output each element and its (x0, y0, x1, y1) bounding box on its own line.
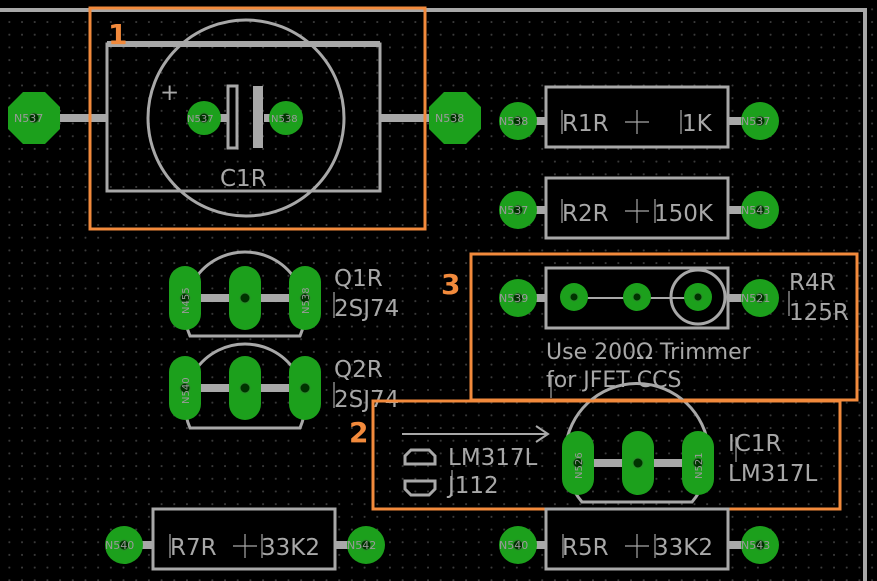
pad-r5-left[interactable]: N540 (499, 526, 537, 564)
pad-n538-right[interactable]: N538 (429, 92, 481, 144)
svg-text:N540: N540 (105, 539, 134, 552)
component-c1r[interactable]: + C1R (34, 18, 455, 218)
pad-r1-left[interactable]: N538 (499, 102, 537, 140)
component-r1r[interactable]: R1R 1K (518, 85, 760, 149)
pad-r1-right[interactable]: N537 (741, 102, 779, 140)
board-outline (0, 8, 867, 581)
r4r-name-label: R4R (789, 270, 836, 296)
trimmer-note-line-2: for JFET CCS (546, 368, 681, 393)
r7r-name-label: R7R (170, 535, 217, 561)
r1r-value-label: 1K (682, 111, 713, 137)
svg-text:N538: N538 (301, 287, 312, 314)
pad-c1r-n537[interactable]: N537 (187, 101, 221, 135)
svg-text:N540: N540 (499, 539, 528, 552)
c1r-polarity-mark: + (160, 80, 179, 106)
svg-text:N455: N455 (181, 287, 192, 314)
r1r-name-label: R1R (562, 111, 609, 137)
component-q2r[interactable]: N540 Q2R 2SJ74 (169, 342, 399, 430)
svg-text:N537: N537 (187, 114, 214, 125)
svg-text:N537: N537 (741, 115, 770, 128)
highlight-number-3: 3 (441, 268, 460, 301)
legend-lm317l: LM317L (448, 445, 538, 471)
legend-j112: J112 (446, 473, 499, 499)
component-q1r[interactable]: N455 N538 Q1R 2SJ74 (169, 250, 399, 338)
svg-text:N526: N526 (574, 452, 585, 479)
component-r4r[interactable]: R4R 125R (518, 266, 849, 330)
c1r-plate-left (226, 84, 239, 150)
lm317l-package-icon (403, 448, 437, 466)
highlight-number-1: 1 (108, 18, 127, 51)
component-r7r[interactable]: R7R 33K2 (124, 507, 366, 571)
svg-text:N539: N539 (499, 292, 528, 305)
r2r-value-label: 150K (654, 201, 714, 227)
svg-text:N521: N521 (694, 452, 705, 479)
j112-package-icon (403, 479, 437, 497)
highlight-box-1 (88, 6, 427, 231)
pad-r5-right[interactable]: N543 (741, 526, 779, 564)
pad-r7-right[interactable]: N542 (347, 526, 385, 564)
svg-text:N542: N542 (347, 539, 376, 552)
component-ic1r[interactable]: N526 N521 IC1R LM317L (562, 382, 818, 504)
pad-r2-left[interactable]: N537 (499, 191, 537, 229)
r4r-value-label: 125R (789, 300, 849, 326)
component-r5r[interactable]: R5R 33K2 (518, 507, 760, 571)
svg-text:N543: N543 (741, 204, 770, 217)
svg-text:N537: N537 (499, 204, 528, 217)
svg-text:N543: N543 (741, 539, 770, 552)
ic1r-value-label: LM317L (728, 461, 818, 487)
r7r-value-label: 33K2 (261, 535, 320, 561)
highlight-number-2: 2 (349, 416, 368, 449)
pad-c1r-n538[interactable]: N538 (269, 101, 303, 135)
pad-r4-left[interactable]: N539 (499, 279, 537, 317)
ic1r-name-label: IC1R (728, 431, 781, 457)
pad-r7-left[interactable]: N540 (105, 526, 143, 564)
q1r-value-label: 2SJ74 (334, 296, 399, 322)
pad-r4-right[interactable]: N521 (741, 279, 779, 317)
r5r-name-label: R5R (562, 535, 609, 561)
c1r-can-outline (146, 18, 346, 218)
svg-text:N540: N540 (181, 377, 192, 404)
component-r2r[interactable]: R2R 150K (518, 176, 760, 240)
q1r-name-label: Q1R (334, 266, 383, 292)
orientation-legend: LM317L J112 (402, 425, 550, 499)
pad-r2-right[interactable]: N543 (741, 191, 779, 229)
svg-text:N538: N538 (271, 114, 298, 125)
c1r-plate-right (253, 86, 263, 148)
pad-n537-left[interactable]: N537 (8, 92, 60, 144)
svg-text:N537: N537 (14, 112, 43, 125)
q2r-name-label: Q2R (334, 357, 383, 383)
svg-text:N538: N538 (435, 112, 464, 125)
svg-text:N538: N538 (499, 115, 528, 128)
r2r-name-label: R2R (562, 201, 609, 227)
c1r-name-label: C1R (220, 166, 267, 192)
trimmer-note-line-1: Use 200Ω Trimmer (546, 340, 752, 365)
svg-text:N521: N521 (741, 292, 770, 305)
r5r-value-label: 33K2 (654, 535, 713, 561)
